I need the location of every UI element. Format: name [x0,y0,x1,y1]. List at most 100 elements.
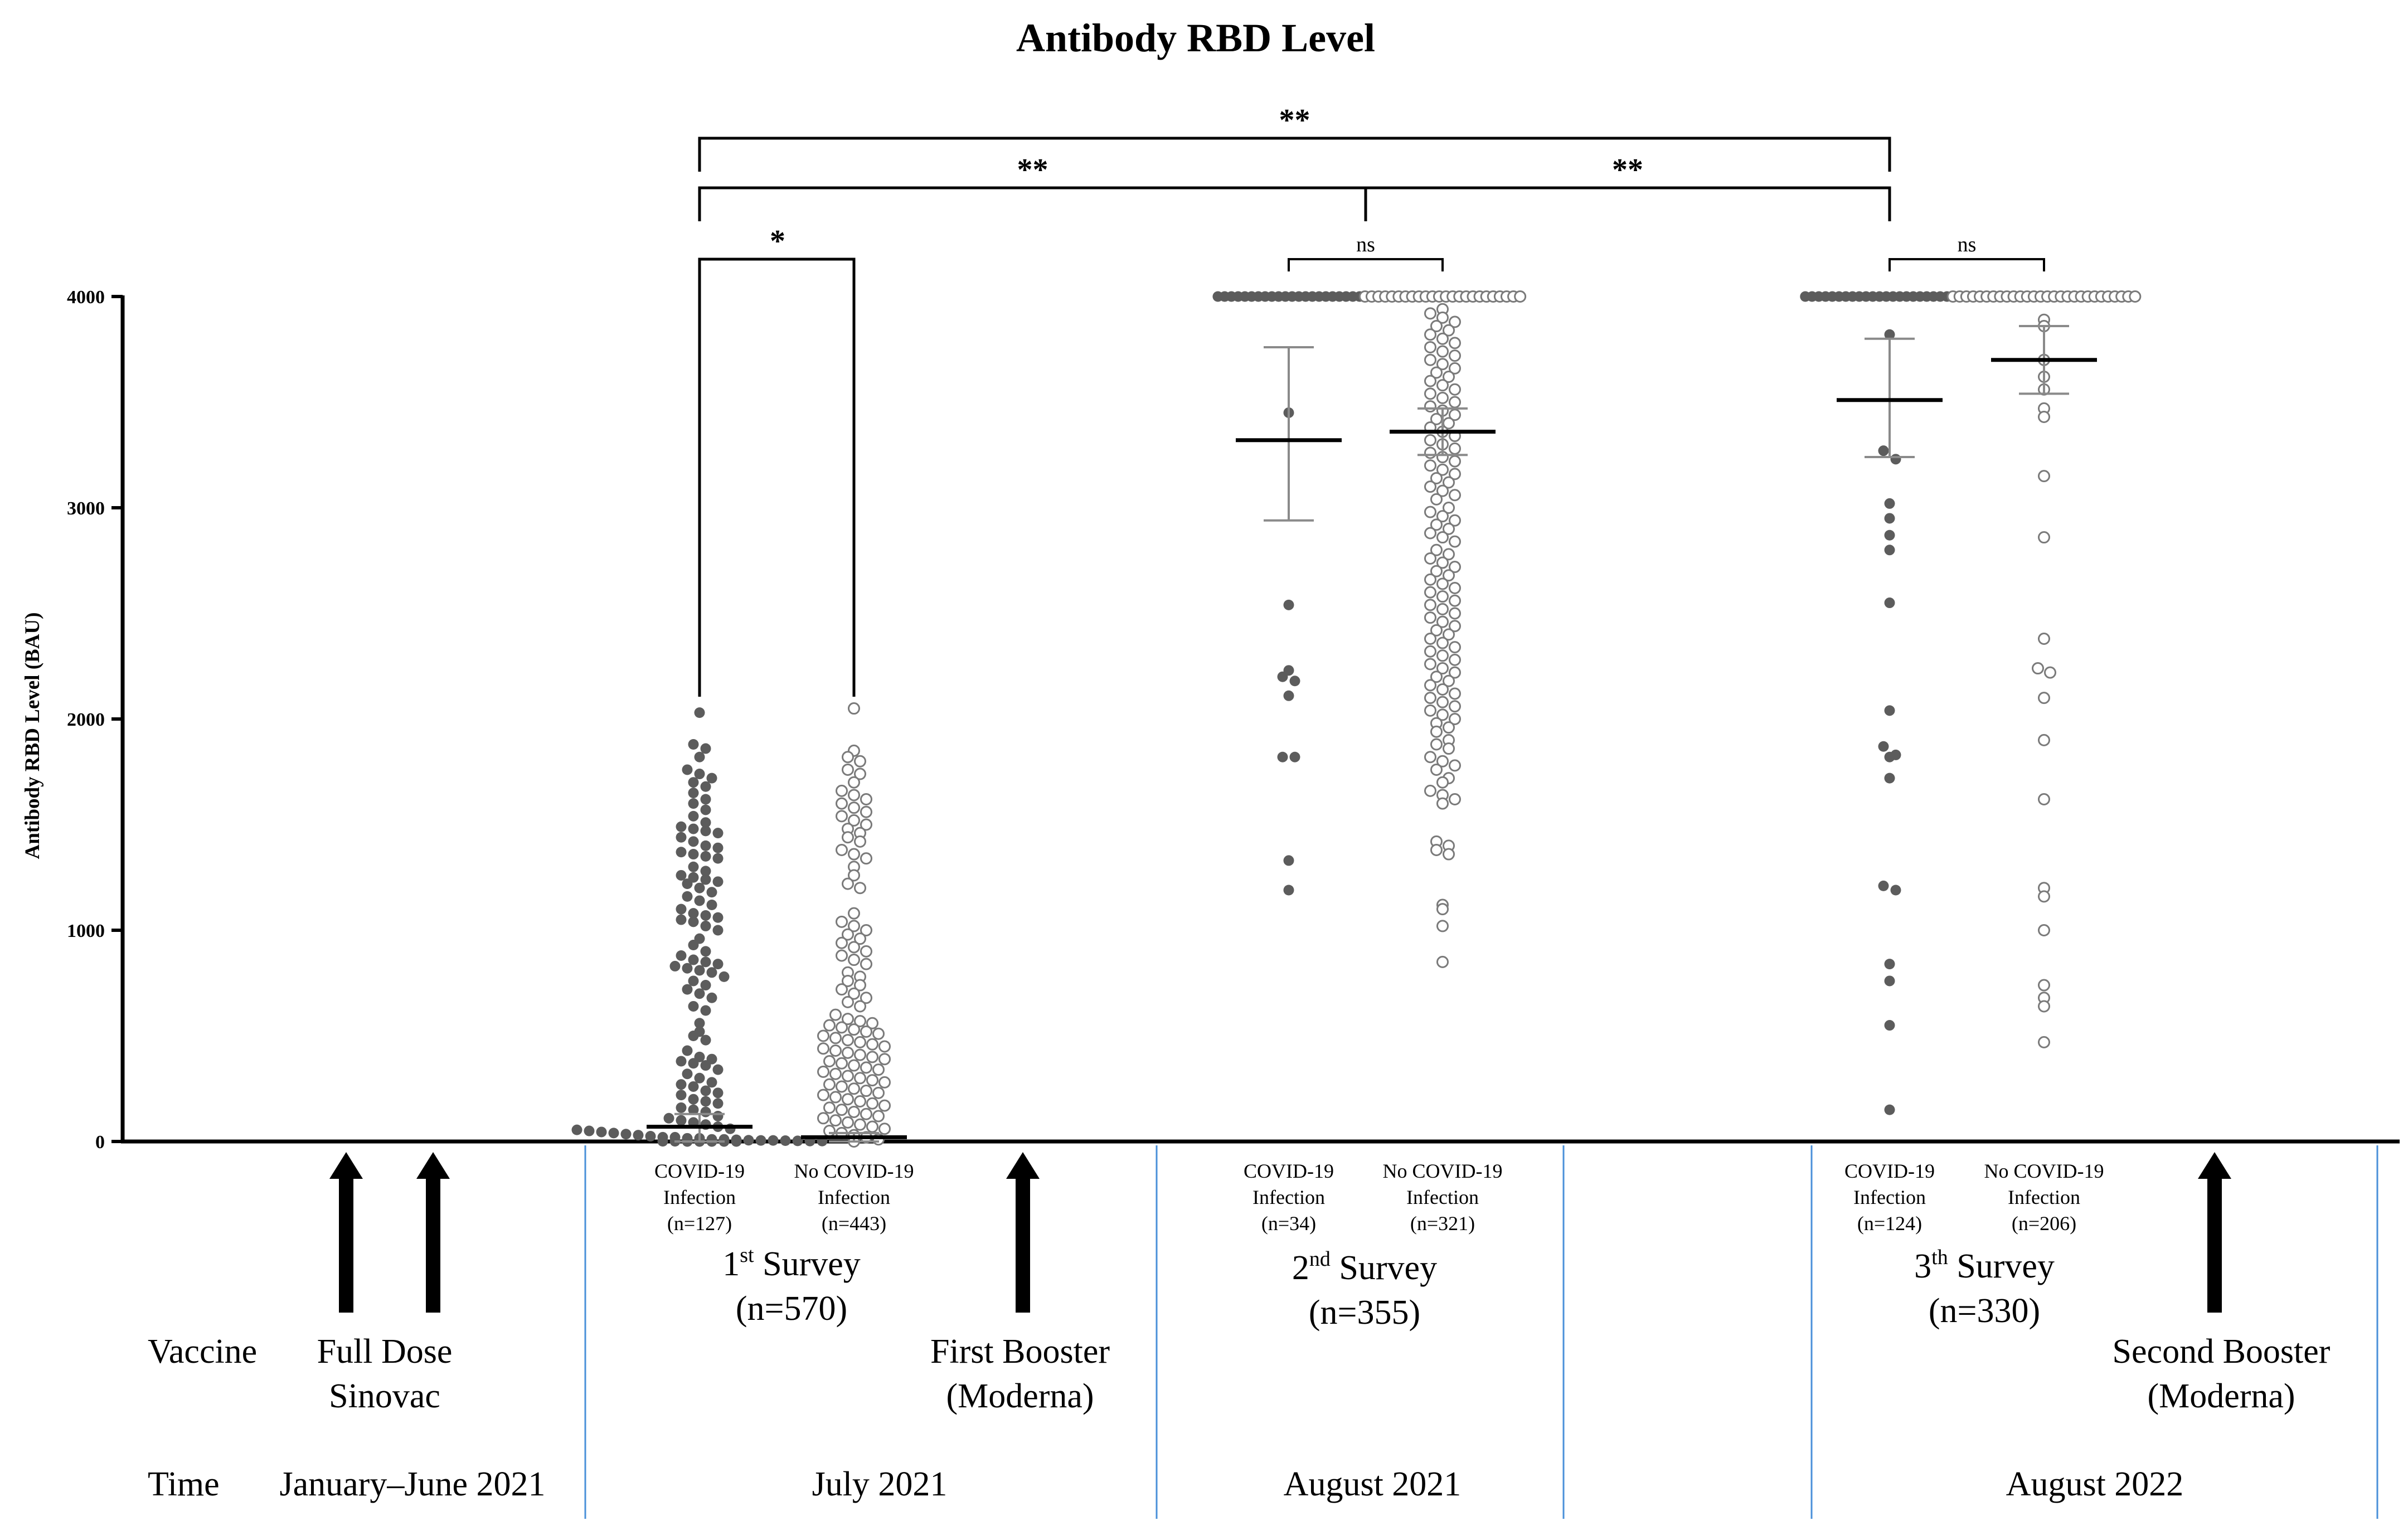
g4-data-point [1436,556,1449,569]
g2-data-point [848,987,860,1000]
g4-data-point [1449,468,1461,480]
g4-data-point [1430,518,1443,531]
survey-1-n: (n=570) [736,1290,847,1328]
g2-data-point [872,1027,885,1040]
g4-data-point [1436,510,1449,523]
g1-data-point [712,1098,724,1109]
g4-data-point [1430,725,1443,738]
g2-data-point [860,992,872,1004]
g1-data-point [700,781,711,792]
g2-group-label: (n=443) [822,1212,886,1235]
g4-data-point [1449,362,1461,375]
g2-data-point [848,776,860,789]
g1-group-label: (n=127) [667,1212,732,1235]
g4-data-point [1424,506,1436,518]
g5-data-point [1884,705,1895,716]
g2-data-point [860,958,872,970]
g5-data-point [1884,1104,1895,1115]
g2-data-point [823,1078,836,1091]
vaccine-2-line2: (Moderna) [946,1377,1094,1415]
g2-data-point [854,1048,866,1061]
g4-group-label: (n=321) [1410,1212,1475,1235]
g1-data-point [682,984,693,995]
vaccine-3-line2: (Moderna) [2147,1377,2295,1415]
g2-data-point [842,1070,854,1082]
g2-data-point [860,1107,872,1120]
g2-data-point [836,936,848,949]
g4-data-point [1424,586,1436,599]
g2-data-point [848,1059,860,1072]
g2-data-point [848,907,860,920]
g4-data-point [1436,649,1449,662]
g2-data-point [829,1045,842,1057]
g5-data-point [1884,329,1895,340]
g1-data-point [718,971,730,982]
g1-data-point [688,788,699,799]
g6-data-point [2038,692,2050,705]
g1-data-point [694,965,705,976]
g4-data-point [1436,797,1449,810]
g4-data-point [1436,920,1449,932]
g1-data-point [712,828,724,839]
g4-data-point [1424,387,1436,400]
g1-data-point [755,1135,766,1146]
g2-data-point [878,1099,891,1112]
g4-data-point [1443,742,1455,755]
g5-data-point [1878,741,1889,752]
g4-data-point [1436,358,1449,371]
g1-data-point [712,925,724,936]
g4-data-point [1430,493,1443,506]
period-label-august-2021: August 2021 [1284,1465,1462,1503]
arrow-up-icon [2198,1152,2231,1313]
y-tick-label: 4000 [67,287,105,308]
g4-data-point [1436,311,1449,324]
g2-data-point [860,852,872,865]
g2-data-point [854,1118,866,1131]
g1-data-point [700,1106,711,1118]
g1-data-point [676,847,687,858]
g1-data-point [688,849,699,860]
g2-data-point [848,1023,860,1036]
significance-label: ** [1279,103,1310,138]
g1-data-point [676,1115,687,1126]
g4-data-point [1424,645,1436,658]
g1-data-point [657,1136,668,1147]
g4-data-point [1424,611,1436,624]
g2-data-point [872,1086,885,1099]
g6-group-label: (n=206) [2012,1212,2076,1235]
g5-data-point [1884,545,1895,556]
g4-data-point [1424,751,1436,764]
g4-data-point [1443,371,1455,383]
g3-data-point [1283,885,1294,896]
g1-data-point [688,1094,699,1105]
g1-data-point [700,920,711,931]
g1-data-point [743,1135,754,1146]
g4-data-point [1449,489,1461,502]
significance-label: ** [1612,153,1643,187]
g2-data-point [860,805,872,818]
g1-data-point [688,810,699,822]
period-dividers [584,1145,2378,1519]
g1-data-point [682,764,693,775]
g2-data-point [836,797,848,810]
g1-data-point [688,954,699,965]
g4-data-point [1443,522,1455,535]
g1-data-point [682,1045,693,1056]
mean-bars [647,325,2097,1143]
survey-2-title: 2nd Survey [1292,1247,1437,1287]
g1-data-point [688,1031,699,1041]
g1-data-point [676,1079,687,1090]
g6-data-point [2038,632,2050,645]
g1-data-point [700,910,711,921]
g5-data-point [1884,529,1895,541]
g2-data-point [854,835,866,848]
g6-data-point [2038,890,2050,903]
g4-data-point [1449,337,1461,349]
significance-bracket [1888,258,2045,271]
g4-data-point [1430,472,1443,484]
y-tick-label: 2000 [67,710,105,730]
g1-data-point [688,1104,699,1115]
g4-data-point [1424,632,1436,645]
g1-data-point [676,1090,687,1101]
